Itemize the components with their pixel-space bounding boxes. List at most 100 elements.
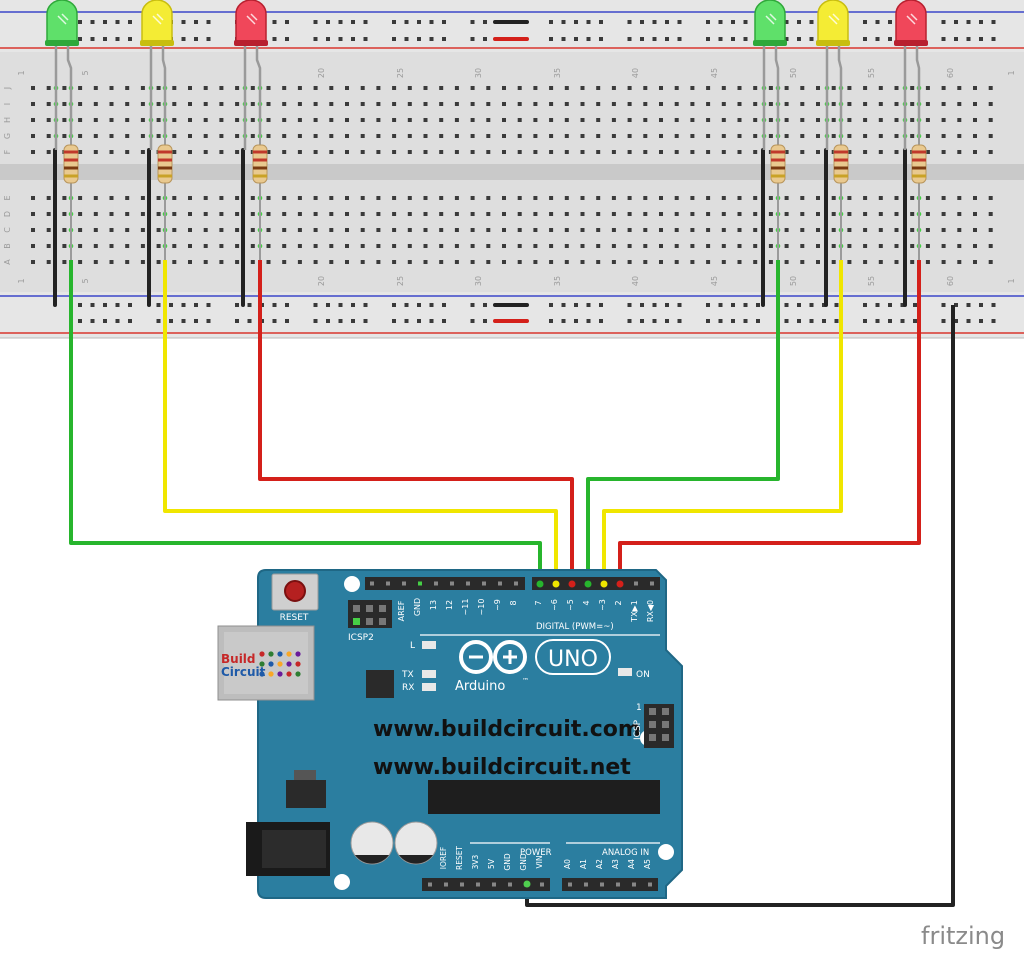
breadboard-hole — [847, 244, 852, 248]
breadboard-hole — [894, 260, 899, 264]
breadboard-hole — [188, 244, 192, 248]
breadboard-hole — [470, 212, 475, 216]
breadboard-hole — [533, 102, 538, 106]
breadboard-hole — [611, 134, 616, 138]
rail-hole — [706, 303, 710, 307]
rail-hole — [128, 20, 132, 24]
breadboard-hole — [219, 196, 224, 200]
led-leg — [837, 44, 843, 136]
pin-label: A0 — [563, 859, 572, 869]
breadboard-hole — [816, 196, 820, 200]
breadboard-hole — [423, 260, 428, 264]
breadboard-hole — [941, 150, 946, 154]
breadboard-hole — [439, 212, 444, 216]
logo-dot — [295, 661, 301, 667]
breadboard-hole — [659, 102, 663, 106]
breadboard-hole — [203, 228, 208, 232]
breadboard-hole — [345, 244, 349, 248]
breadboard-hole — [345, 86, 349, 90]
breadboard-hole — [957, 86, 962, 90]
breadboard-hole — [863, 212, 868, 216]
breadboard-hole — [800, 212, 805, 216]
breadboard-hole — [784, 260, 789, 264]
rail-hole — [338, 37, 343, 41]
rail-hole — [156, 303, 161, 307]
breadboard-hole — [533, 260, 538, 264]
breadboard-hole — [674, 102, 679, 106]
resistor-band — [253, 150, 267, 154]
breadboard-hole — [46, 244, 51, 248]
breadboard-hole — [219, 102, 224, 106]
breadboard-hole — [659, 244, 663, 248]
led-rim — [140, 40, 174, 46]
rail-hole — [206, 20, 211, 24]
resistor-band — [771, 174, 785, 178]
led-highlight — [828, 13, 840, 25]
breadboard-hole — [297, 260, 302, 264]
row-letter: J — [3, 87, 12, 90]
resistor-band — [771, 166, 785, 170]
rail-hole — [888, 303, 892, 307]
breadboard-hole — [156, 228, 161, 232]
breadboard-hole — [345, 228, 349, 232]
breadboard-hole — [486, 244, 491, 248]
header-pin — [514, 581, 518, 586]
breadboard-hole — [423, 244, 428, 248]
breadboard-hole — [941, 228, 946, 232]
rail-hole — [417, 303, 421, 307]
pin-label: ~3 — [598, 599, 607, 611]
logo-dot — [277, 651, 283, 657]
breadboard-hole — [596, 260, 601, 264]
breadboard-hole — [454, 228, 459, 232]
breadboard-hole — [816, 228, 820, 232]
breadboard-hole — [596, 196, 601, 200]
breadboard-hole — [910, 134, 915, 138]
rail-hole — [417, 37, 421, 41]
breadboard-hole — [156, 244, 161, 248]
breadboard-hole — [878, 260, 883, 264]
breadboard-hole — [894, 196, 899, 200]
breadboard-hole — [878, 118, 883, 122]
resistor-band — [834, 150, 848, 154]
rail-hole — [363, 20, 368, 24]
breadboard-hole — [957, 228, 962, 232]
rail-marker: 1 — [17, 70, 26, 75]
breadboard-hole — [31, 134, 35, 138]
rail-hole — [392, 20, 396, 24]
breadboard-hole — [596, 228, 601, 232]
breadboard-hole — [564, 212, 569, 216]
breadboard-hole — [847, 118, 852, 122]
rail-hole — [941, 37, 946, 41]
led-leg — [774, 44, 780, 136]
breadboard-hole — [800, 228, 805, 232]
breadboard-hole — [988, 260, 993, 264]
usb-brand-2: Circuit — [221, 665, 266, 679]
breadboard-hole — [454, 118, 459, 122]
breadboard-hole — [376, 102, 381, 106]
breadboard-hole — [235, 102, 240, 106]
breadboard-hole — [502, 228, 506, 232]
breadboard-hole — [423, 212, 428, 216]
reset-label: RESET — [280, 613, 309, 623]
breadboard-hole — [203, 118, 208, 122]
breadboard-hole — [156, 134, 161, 138]
rail-hole — [549, 37, 553, 41]
breadboard-hole — [266, 118, 271, 122]
breadboard-hole — [31, 102, 35, 106]
pin-label: RX◀0 — [646, 600, 655, 622]
breadboard-hole — [297, 86, 302, 90]
breadboard-hole — [140, 244, 145, 248]
pin-end-green — [584, 580, 592, 588]
reset-button[interactable] — [284, 580, 306, 602]
rail-hole — [954, 303, 958, 307]
icsp2-pin — [379, 618, 386, 625]
breadboard-hole — [753, 134, 758, 138]
breadboard-hole — [125, 134, 130, 138]
breadboard-hole — [831, 244, 836, 248]
website-2: www.buildcircuit.net — [373, 755, 631, 780]
breadboard-hole — [470, 86, 475, 90]
breadboard-hole — [674, 196, 679, 200]
breadboard-hole — [878, 212, 883, 216]
rail-hole — [991, 20, 996, 24]
breadboard-hole — [282, 260, 287, 264]
